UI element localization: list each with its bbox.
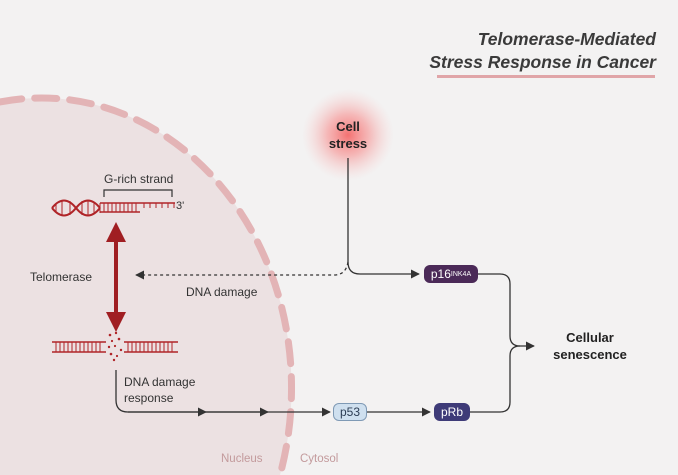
p16-label: p16 <box>430 267 451 281</box>
ddr-label-line-2: response <box>124 391 174 405</box>
senescence-line-1: Cellular <box>566 330 614 345</box>
title-line-1: Telomerase-Mediated <box>477 29 656 49</box>
prb-protein: pRb <box>434 403 470 421</box>
diagram-title: Telomerase-Mediated Stress Response in C… <box>429 28 656 74</box>
telomere-dna-bottom <box>52 331 178 362</box>
senescence-line-2: senescence <box>553 347 627 362</box>
dna-damage-response-label: DNA damage response <box>124 374 195 406</box>
cellular-senescence-label: Cellular senescence <box>540 329 640 363</box>
nuclear-membrane <box>0 94 296 475</box>
cytosol-label: Cytosol <box>300 453 339 465</box>
cell-stress-line-1: Cell <box>336 119 360 134</box>
dna-damage-dashed-arrow <box>135 261 349 280</box>
nucleus-region <box>0 97 292 475</box>
telomerase-label: Telomerase <box>30 270 93 284</box>
telomere-dna-top <box>51 199 175 217</box>
p16-to-senescence <box>478 273 535 351</box>
three-prime-label: 3' <box>176 200 185 212</box>
p16-superscript: INK4A <box>450 270 472 278</box>
g-rich-strand-label: G-rich strand <box>104 172 174 186</box>
cell-stress-line-2: stress <box>328 136 368 151</box>
g-rich-bracket <box>103 189 173 197</box>
ddr-label-line-1: DNA damage <box>124 375 196 389</box>
prb-to-senescence <box>470 345 521 413</box>
cell-stress-glow <box>302 89 394 181</box>
p53-protein: p53 <box>333 403 367 421</box>
dna-damage-label: DNA damage <box>186 285 258 299</box>
cell-stress-label: Cell stress <box>322 118 374 152</box>
ddr-path <box>115 370 331 417</box>
title-line-2: Stress Response in Cancer <box>429 52 656 72</box>
title-underline <box>437 75 655 78</box>
nucleus-label: Nucleus <box>221 453 263 465</box>
